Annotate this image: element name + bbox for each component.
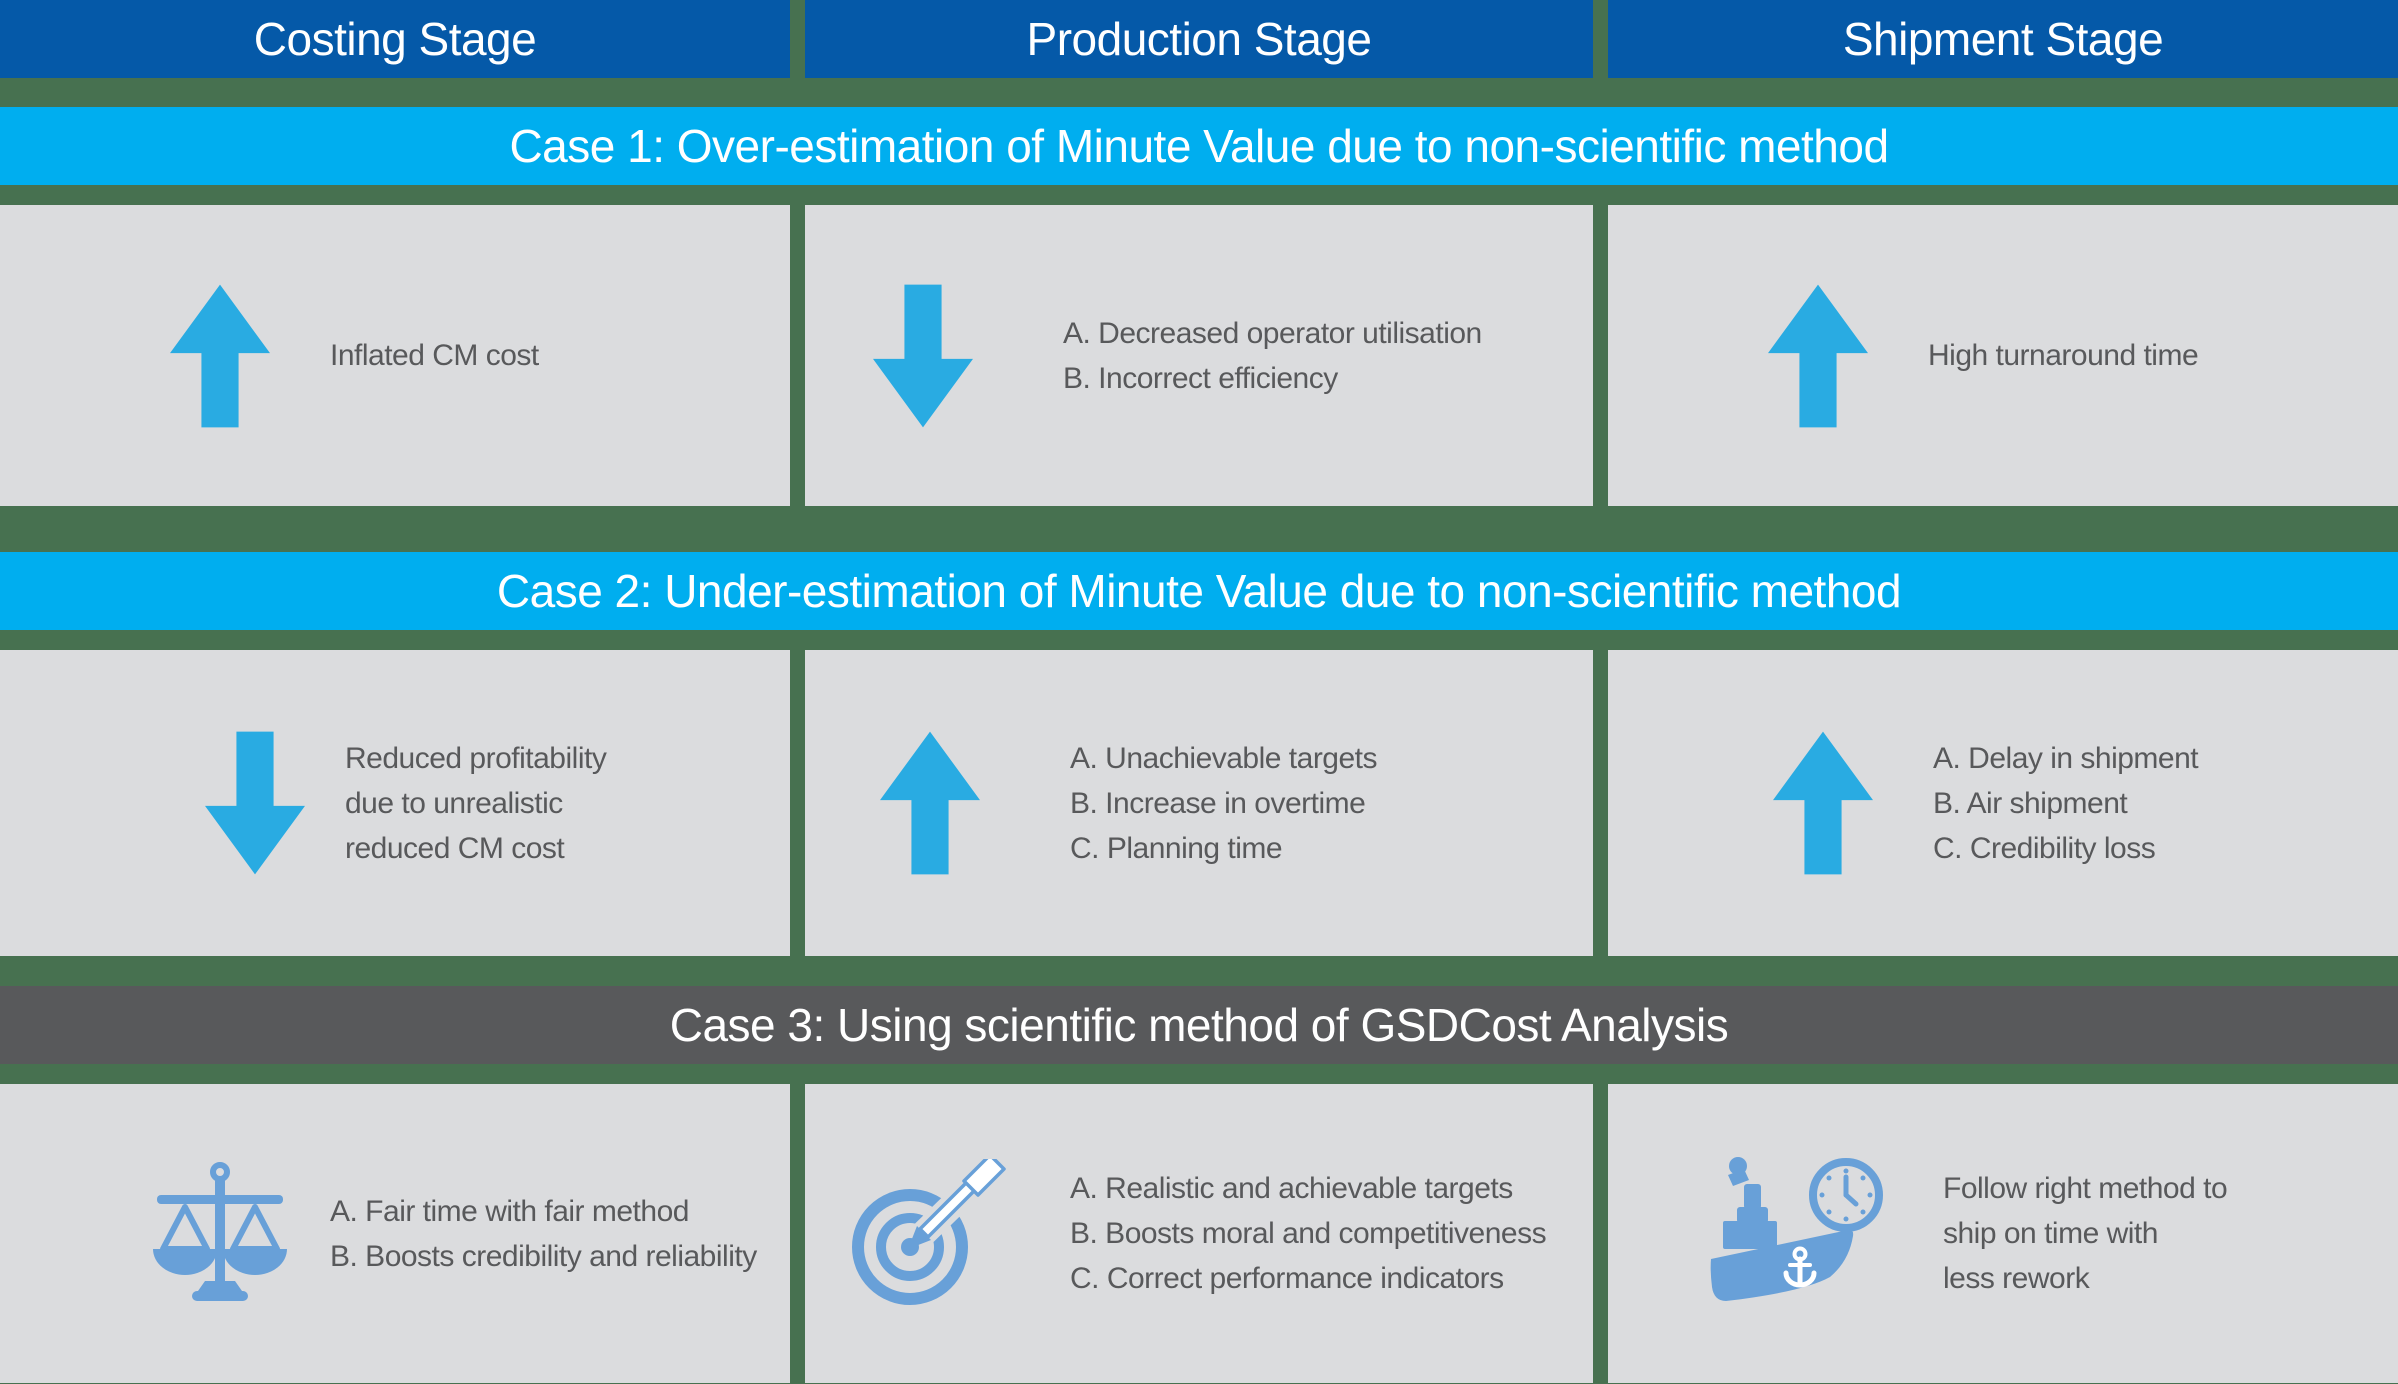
case1-shipment-cell: High turnaround time bbox=[1608, 205, 2398, 506]
case1-production-cell: A. Decreased operator utilisation B. Inc… bbox=[805, 205, 1593, 506]
case3-costing-cell: A. Fair time with fair method B. Boosts … bbox=[0, 1084, 790, 1383]
case1-costing-cell: Inflated CM cost bbox=[0, 205, 790, 506]
divider bbox=[0, 1064, 2398, 1084]
cell-text: High turnaround time bbox=[1928, 339, 2199, 372]
case2-banner: Case 2: Under-estimation of Minute Value… bbox=[0, 552, 2398, 630]
divider bbox=[0, 78, 2398, 107]
header-costing-stage: Costing Stage bbox=[0, 0, 790, 78]
cell-text: Reduced profitability due to unrealistic… bbox=[345, 741, 607, 865]
up-arrow-icon bbox=[1773, 731, 1873, 875]
up-arrow-icon bbox=[880, 731, 980, 875]
case2-production-cell: A. Unachievable targets B. Increase in o… bbox=[805, 650, 1593, 956]
cell-text: Follow right method to ship on time with… bbox=[1943, 1172, 2228, 1295]
case2-costing-cell: Reduced profitability due to unrealistic… bbox=[0, 650, 790, 956]
case1-row: Inflated CM cost A. Decreased operator u… bbox=[0, 205, 2398, 506]
down-arrow-icon bbox=[205, 731, 305, 875]
cell-text: A. Realistic and achievable targets B. B… bbox=[1070, 1172, 1547, 1295]
balance-scale-icon bbox=[153, 1161, 287, 1301]
header-shipment-stage: Shipment Stage bbox=[1608, 0, 2398, 78]
case3-row: A. Fair time with fair method B. Boosts … bbox=[0, 1084, 2398, 1383]
cell-text: Inflated CM cost bbox=[330, 339, 539, 372]
target-dart-icon bbox=[852, 1158, 1011, 1305]
cell-text: A. Unachievable targets B. Increase in o… bbox=[1070, 741, 1378, 865]
divider bbox=[0, 506, 2398, 552]
case3-shipment-cell: Follow right method to ship on time with… bbox=[1608, 1084, 2398, 1383]
case1-banner: Case 1: Over-estimation of Minute Value … bbox=[0, 107, 2398, 185]
up-arrow-icon bbox=[170, 284, 270, 427]
divider bbox=[0, 956, 2398, 986]
case3-banner: Case 3: Using scientific method of GSDCo… bbox=[0, 986, 2398, 1064]
cell-text: A. Fair time with fair method B. Boosts … bbox=[330, 1194, 757, 1273]
down-arrow-icon bbox=[873, 284, 973, 427]
ship-clock-icon bbox=[1710, 1157, 1883, 1301]
case3-production-cell: A. Realistic and achievable targets B. B… bbox=[805, 1084, 1593, 1383]
header-production-stage: Production Stage bbox=[805, 0, 1593, 78]
stage-header-row: Costing Stage Production Stage Shipment … bbox=[0, 0, 2398, 78]
divider bbox=[0, 185, 2398, 205]
case2-row: Reduced profitability due to unrealistic… bbox=[0, 650, 2398, 956]
cell-text: A. Delay in shipment B. Air shipment C. … bbox=[1933, 741, 2199, 865]
case2-shipment-cell: A. Delay in shipment B. Air shipment C. … bbox=[1608, 650, 2398, 956]
divider bbox=[0, 630, 2398, 650]
cell-text: A. Decreased operator utilisation B. Inc… bbox=[1063, 316, 1482, 395]
up-arrow-icon bbox=[1768, 284, 1868, 427]
